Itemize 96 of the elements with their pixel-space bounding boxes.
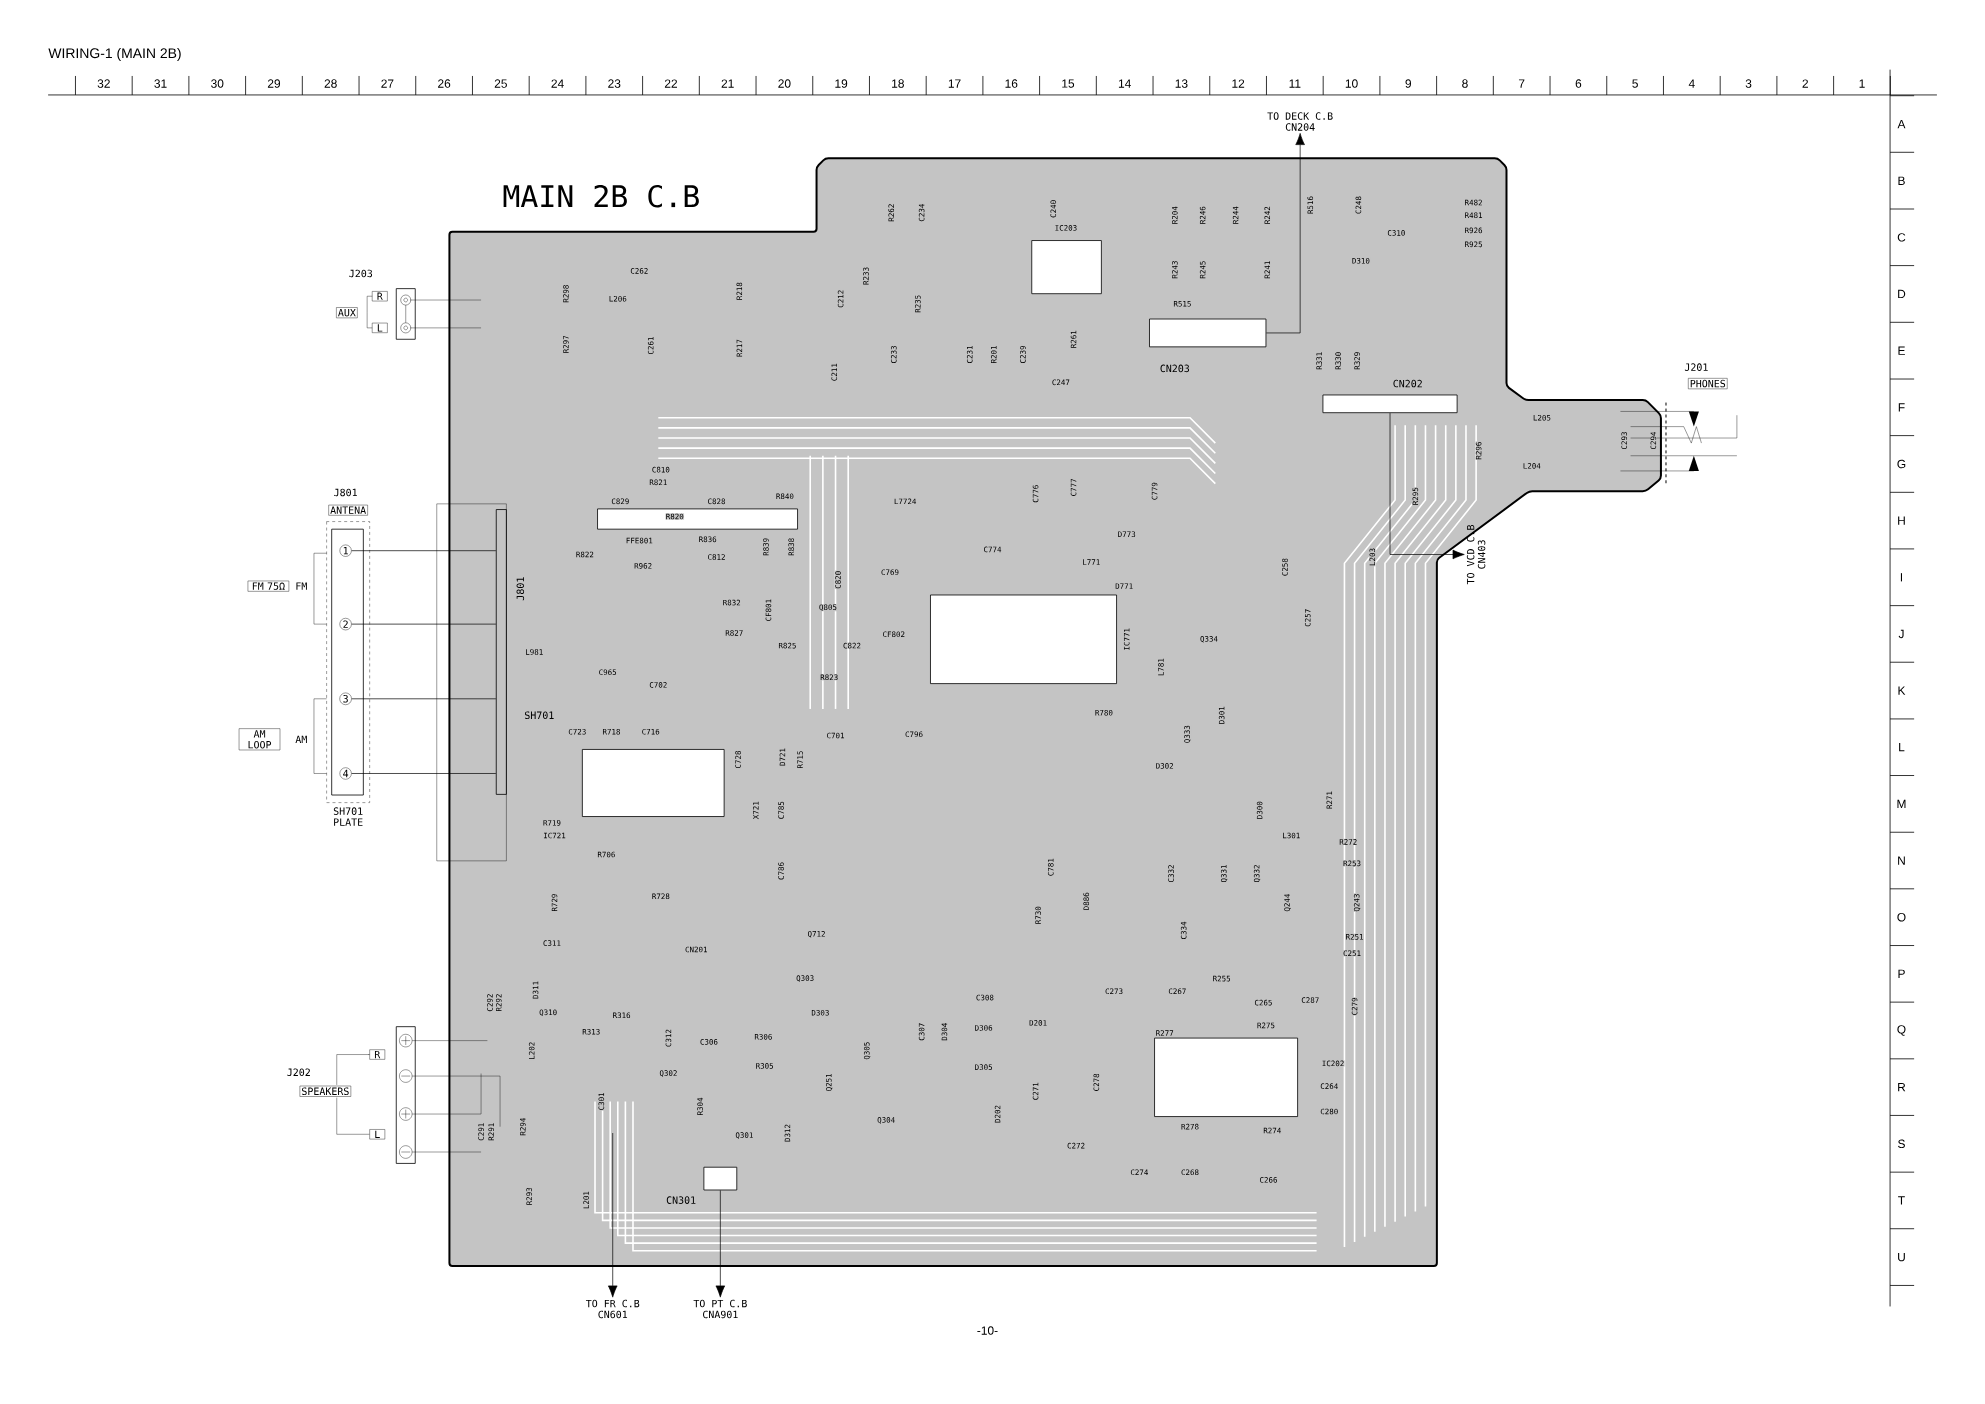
row-letter: M bbox=[1897, 799, 1906, 808]
row-letter: Q bbox=[1897, 1025, 1906, 1036]
column-number: 5 bbox=[1632, 79, 1638, 88]
destination-label: TO VCD C.B CN403 bbox=[1466, 525, 1486, 585]
column-number: 17 bbox=[948, 79, 961, 88]
node-label: SPEAKERS bbox=[302, 1087, 349, 1096]
wire bbox=[351, 550, 497, 552]
connector: J801 bbox=[495, 509, 525, 795]
row-letter: C bbox=[1897, 233, 1906, 242]
node-label: J801 bbox=[334, 488, 357, 497]
node-label: CN202 bbox=[1393, 379, 1422, 388]
arrow bbox=[608, 1132, 618, 1298]
page-title: WIRING-1 (MAIN 2B) bbox=[48, 47, 181, 61]
column-number: 31 bbox=[154, 79, 167, 88]
pin-label: R bbox=[369, 1049, 386, 1060]
column-number: 21 bbox=[721, 79, 734, 88]
boxed-label: AM LOOP bbox=[238, 728, 281, 751]
row-letter: N bbox=[1898, 856, 1905, 865]
wire bbox=[351, 773, 497, 774]
destination-label: TO DECK C.B CN204 bbox=[1267, 112, 1333, 131]
terminal-pin: 1 bbox=[339, 544, 352, 557]
arrow bbox=[1389, 412, 1465, 560]
column-number: 8 bbox=[1462, 79, 1468, 88]
column-number: 28 bbox=[324, 79, 337, 88]
column-number: 27 bbox=[381, 79, 394, 88]
column-number: 29 bbox=[267, 79, 281, 88]
column-number: 13 bbox=[1175, 79, 1188, 88]
column-number: 4 bbox=[1688, 79, 1695, 88]
row-letter: G bbox=[1897, 459, 1906, 469]
column-number: 2 bbox=[1802, 79, 1808, 88]
wire bbox=[351, 698, 497, 700]
destination-label: TO PT C.B CNA901 bbox=[693, 1299, 747, 1319]
column-number: 3 bbox=[1745, 79, 1752, 88]
connector: CN203 bbox=[1149, 318, 1267, 373]
column-number: 7 bbox=[1518, 79, 1525, 88]
pin-label: R bbox=[372, 291, 388, 302]
column-number: 19 bbox=[835, 79, 848, 88]
node-label: ANTENA bbox=[330, 506, 366, 514]
arrow bbox=[1266, 133, 1305, 334]
column-number: 11 bbox=[1289, 79, 1301, 88]
row-letter: H bbox=[1898, 516, 1905, 525]
column-number: 1 bbox=[1859, 79, 1865, 88]
node-label: J202 bbox=[287, 1068, 310, 1077]
column-number: 14 bbox=[1118, 79, 1131, 88]
terminal-pin: 2 bbox=[339, 618, 352, 631]
boxed-label: AUX bbox=[336, 307, 358, 319]
wire bbox=[351, 623, 497, 625]
row-letter: J bbox=[1898, 629, 1904, 639]
column-number: 9 bbox=[1405, 79, 1411, 88]
row-letter: I bbox=[1900, 573, 1903, 582]
node-label: CN301 bbox=[666, 1196, 696, 1204]
row-letter: D bbox=[1898, 289, 1906, 299]
row-letter: S bbox=[1898, 1139, 1905, 1149]
connector: CN202 bbox=[1322, 379, 1458, 414]
terminal-pin: 3 bbox=[339, 692, 352, 705]
connector: CN301 bbox=[665, 1166, 738, 1205]
column-number: 6 bbox=[1575, 79, 1582, 88]
row-letter: E bbox=[1898, 346, 1905, 355]
column-number: 10 bbox=[1345, 79, 1358, 88]
row-letter: K bbox=[1898, 686, 1906, 695]
column-number: 25 bbox=[494, 79, 507, 88]
column-number: 23 bbox=[608, 79, 621, 88]
node-label: J203 bbox=[349, 269, 373, 278]
terminal-pin: 4 bbox=[339, 767, 352, 780]
column-number: 26 bbox=[438, 79, 451, 88]
column-number: 18 bbox=[892, 79, 904, 88]
column-number: 30 bbox=[211, 79, 224, 88]
boxed-label: FM 75Ω bbox=[247, 580, 290, 592]
column-number: 12 bbox=[1232, 79, 1245, 88]
pin-label: L bbox=[369, 1129, 386, 1140]
row-letter: P bbox=[1898, 969, 1905, 978]
column-number: 20 bbox=[778, 79, 791, 88]
column-number: 15 bbox=[1062, 79, 1075, 88]
part-label: SH701 bbox=[523, 711, 555, 720]
row-letter: R bbox=[1898, 1083, 1906, 1092]
part-label: FM bbox=[296, 582, 307, 590]
pin-label: L bbox=[372, 322, 388, 333]
row-letter: O bbox=[1897, 913, 1906, 922]
column-number: 32 bbox=[97, 79, 110, 88]
row-letter: L bbox=[1899, 743, 1905, 752]
destination-label: TO FR C.B CN601 bbox=[586, 1299, 640, 1319]
node-label: J201 bbox=[1684, 363, 1708, 371]
column-number: 16 bbox=[1005, 79, 1018, 88]
row-letter: A bbox=[1897, 120, 1906, 129]
row-letter: U bbox=[1898, 1252, 1905, 1262]
part-label: SH701 PLATE bbox=[333, 807, 363, 826]
column-number: 24 bbox=[551, 79, 564, 88]
page-number: -10- bbox=[977, 1326, 998, 1335]
row-letter: B bbox=[1898, 176, 1905, 185]
row-letter: F bbox=[1898, 403, 1905, 412]
column-number: 22 bbox=[664, 79, 677, 88]
arrow bbox=[715, 1190, 726, 1298]
row-letter: T bbox=[1898, 1196, 1905, 1205]
node-label: J801 bbox=[516, 577, 525, 601]
part-label: AM bbox=[295, 735, 307, 743]
node-label: CN203 bbox=[1160, 364, 1190, 373]
